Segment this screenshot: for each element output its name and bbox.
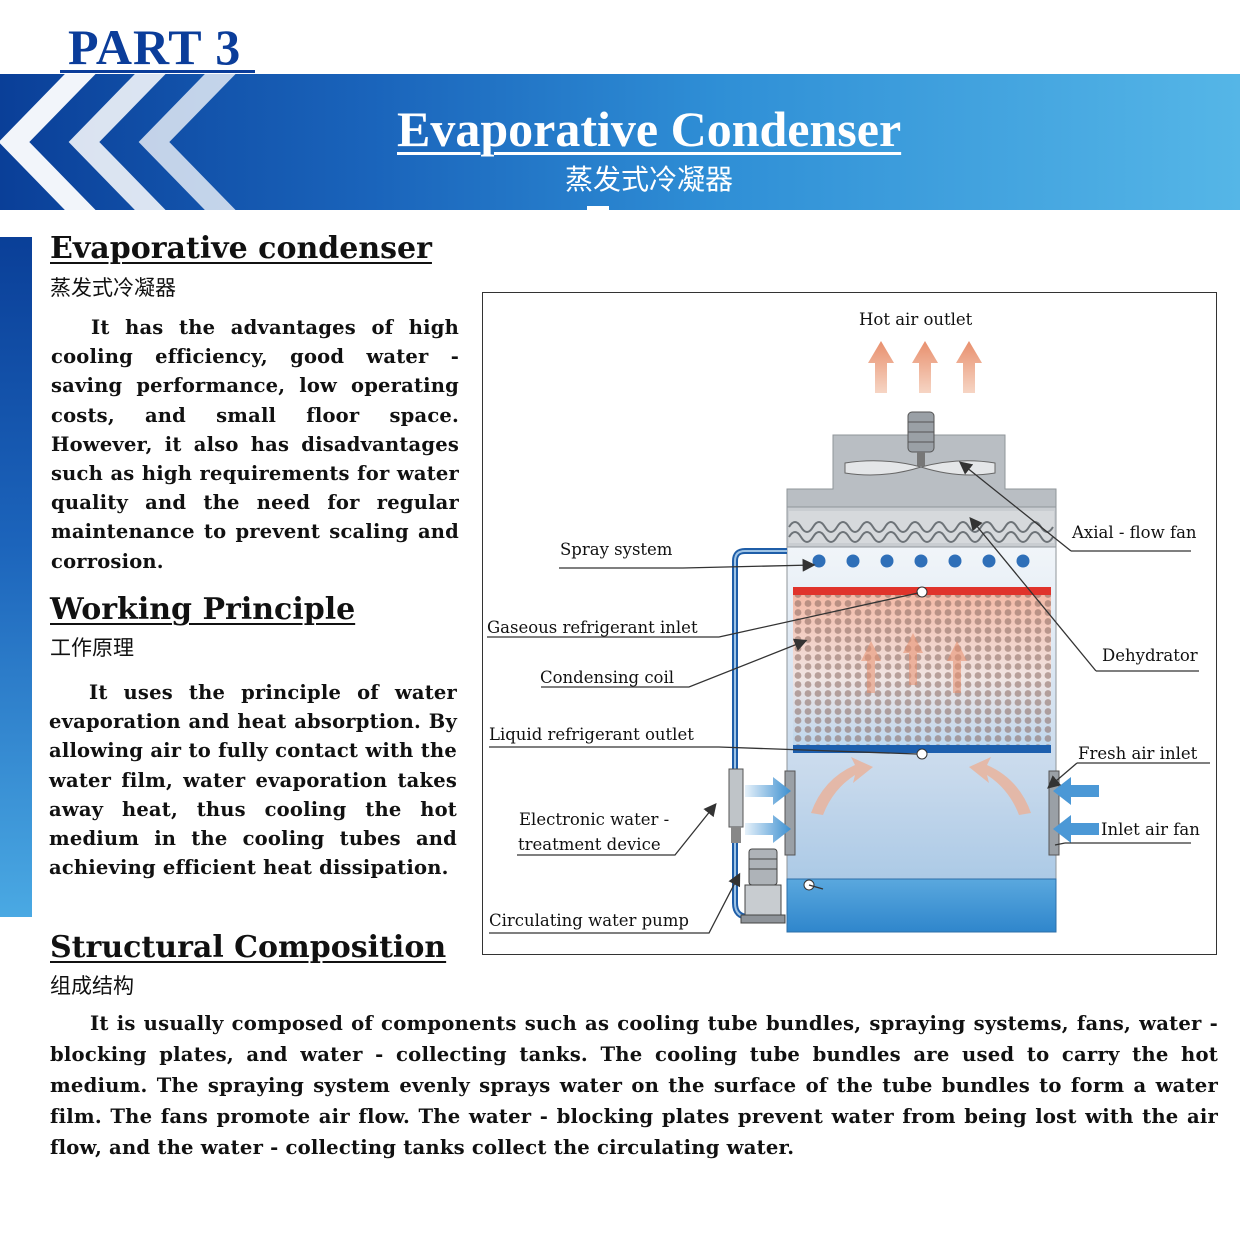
structural-composition-paragraph: It is usually composed of components suc… (50, 1012, 1218, 1159)
section-heading-overview: Evaporative condenser (50, 231, 432, 266)
side-accent-bar (0, 237, 32, 917)
label-spray-system: Spray system (560, 540, 673, 559)
label-fresh-air-inlet: Fresh air inlet (1078, 744, 1198, 763)
inlet-air-arrows (745, 777, 1099, 843)
chevron-arrows-icon (0, 74, 236, 210)
spray-nozzles (812, 554, 1030, 568)
label-dehydrator: Dehydrator (1102, 646, 1198, 665)
banner-title: Evaporative Condenser (397, 101, 902, 157)
label-axial-flow-fan: Axial - flow fan (1071, 523, 1197, 542)
label-gaseous-refrigerant-inlet: Gaseous refrigerant inlet (487, 618, 698, 637)
overview-paragraph: It has the advantages of high cooling ef… (51, 316, 459, 573)
condenser-diagram-svg: Hot air outlet Axial - flow fan Spray sy… (487, 310, 1210, 934)
label-hot-air-outlet: Hot air outlet (859, 310, 973, 329)
title-banner: Evaporative Condenser 蒸发式冷凝器 (0, 74, 1240, 210)
part-label: PART 3 (68, 19, 242, 75)
label-inlet-air-fan: Inlet air fan (1101, 820, 1200, 839)
section-heading-working-principle: Working Principle (50, 592, 356, 627)
condenser-diagram: Hot air outlet Axial - flow fan Spray sy… (482, 292, 1217, 955)
section-heading-working-principle-cn: 工作原理 (50, 636, 134, 660)
label-liquid-refrigerant-outlet: Liquid refrigerant outlet (489, 725, 694, 744)
label-electronic-water-treatment-1: Electronic water - (519, 810, 669, 829)
water-treatment-device-icon (728, 768, 744, 843)
circulating-pump-icon (740, 848, 786, 924)
section-heading-structural-composition: Structural Composition (50, 930, 447, 965)
banner-subtitle: 蒸发式冷凝器 (565, 163, 734, 196)
section-heading-structural-composition-cn: 组成结构 (50, 974, 134, 998)
section-heading-overview-cn: 蒸发式冷凝器 (50, 276, 176, 300)
axial-fan-icon (844, 411, 996, 476)
part-underline (60, 70, 255, 73)
working-principle-paragraph: It uses the principle of water evaporati… (49, 681, 457, 880)
dehydrator-strip (788, 511, 1054, 543)
label-condensing-coil: Condensing coil (540, 668, 674, 687)
label-circulating-water-pump: Circulating water pump (489, 911, 689, 930)
banner-divider (587, 206, 609, 210)
label-electronic-water-treatment-2: treatment device (518, 835, 661, 854)
hot-air-arrows (868, 341, 982, 393)
